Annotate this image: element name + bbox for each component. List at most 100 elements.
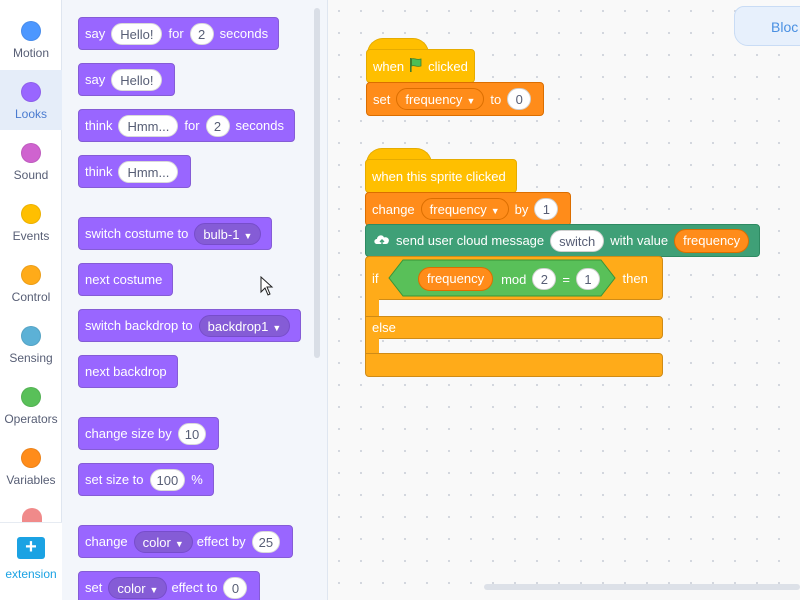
block-think[interactable]: think Hmm... <box>78 155 192 188</box>
message-input[interactable]: Hmm... <box>118 160 179 183</box>
message-input[interactable]: switch <box>550 229 605 252</box>
block-switch-costume[interactable]: switch costume to bulb-1▼ <box>78 217 273 250</box>
category-label: Looks <box>14 107 48 121</box>
category-label: Operators <box>4 412 58 426</box>
block-text: set <box>373 91 391 107</box>
effect-amount-input[interactable]: 0 <box>223 576 248 599</box>
workspace-scrollbar[interactable] <box>484 584 800 590</box>
category-sensing[interactable]: Sensing <box>0 314 62 374</box>
events-dot-icon <box>21 204 41 224</box>
block-text: next costume <box>85 272 163 287</box>
block-set-size[interactable]: set size to 100 % <box>78 463 214 496</box>
block-text: set <box>85 580 103 595</box>
category-sidebar: Motion Looks Sound Events Control Sensin… <box>0 0 62 600</box>
c-block-arm <box>365 338 379 355</box>
category-sound[interactable]: Sound <box>0 131 62 191</box>
dropdown-arrow-icon: ▼ <box>243 230 253 241</box>
operator-text: mod <box>501 271 527 287</box>
block-text: when <box>373 58 405 74</box>
value-input[interactable]: 1 <box>534 198 559 220</box>
block-text: set size to <box>85 472 144 487</box>
dropdown-arrow-icon: ▼ <box>174 538 184 549</box>
palette-scrollbar[interactable] <box>314 8 320 358</box>
dropdown-value: frequency <box>405 92 463 107</box>
category-label: Variables <box>6 473 56 487</box>
green-flag-icon <box>408 57 424 76</box>
category-operators[interactable]: Operators <box>0 375 62 435</box>
dropdown-arrow-icon: ▼ <box>466 96 476 106</box>
block-next-costume[interactable]: next costume <box>78 263 174 296</box>
effect-dropdown[interactable]: color▼ <box>133 530 193 553</box>
category-label: Motion <box>12 46 50 60</box>
block-say[interactable]: say Hello! <box>78 63 176 96</box>
operand-input[interactable]: 1 <box>575 268 600 290</box>
when-sprite-clicked-block[interactable]: when this sprite clicked <box>365 159 517 193</box>
message-input[interactable]: Hmm... <box>118 114 179 137</box>
tab-blocks[interactable]: Bloc <box>734 6 800 46</box>
block-think-for-seconds[interactable]: think Hmm... for 2 seconds <box>78 109 295 142</box>
sound-dot-icon <box>21 143 41 163</box>
when-flag-clicked-block[interactable]: when clicked <box>366 49 475 83</box>
block-text: change size by <box>85 426 172 441</box>
effect-dropdown[interactable]: color▼ <box>108 576 168 599</box>
dropdown-value: backdrop1 <box>207 318 269 334</box>
block-change-size[interactable]: change size by 10 <box>78 417 220 450</box>
extension-button[interactable]: + extension <box>0 522 62 600</box>
variable-reporter[interactable]: frequency <box>418 267 494 291</box>
motion-dot-icon <box>21 21 41 41</box>
block-say-for-seconds[interactable]: say Hello! for 2 seconds <box>78 17 280 50</box>
category-partial-dot-icon <box>22 508 42 522</box>
cloud-icon <box>372 231 392 250</box>
block-text: seconds <box>235 118 284 133</box>
control-dot-icon <box>21 265 41 285</box>
variables-dot-icon <box>21 448 41 468</box>
category-variables[interactable]: Variables <box>0 436 62 496</box>
block-text: seconds <box>219 26 269 41</box>
category-label: Sensing <box>9 351 53 365</box>
category-label: Events <box>12 229 50 243</box>
backdrop-dropdown[interactable]: backdrop1▼ <box>198 314 291 337</box>
block-text: clicked <box>428 58 468 74</box>
change-variable-block[interactable]: change frequency▼ by 1 <box>365 192 572 226</box>
extension-label: extension <box>5 567 57 581</box>
size-input[interactable]: 10 <box>177 422 207 445</box>
c-block-arm <box>365 299 379 319</box>
dropdown-value: frequency <box>429 202 487 217</box>
else-bar: else <box>365 316 663 339</box>
block-change-effect[interactable]: change color▼ effect by 25 <box>78 525 294 558</box>
block-text: by <box>514 201 529 217</box>
message-input[interactable]: Hello! <box>111 68 163 91</box>
block-next-backdrop[interactable]: next backdrop <box>78 355 178 388</box>
category-events[interactable]: Events <box>0 192 62 252</box>
block-text: % <box>191 472 203 487</box>
block-switch-backdrop[interactable]: switch backdrop to backdrop1▼ <box>78 309 302 342</box>
block-text: for <box>184 118 200 133</box>
size-input[interactable]: 100 <box>149 468 186 491</box>
seconds-input[interactable]: 2 <box>205 114 230 137</box>
dropdown-arrow-icon: ▼ <box>149 584 159 595</box>
set-variable-block[interactable]: set frequency▼ to 0 <box>366 82 545 116</box>
operand-input[interactable]: 2 <box>532 268 557 290</box>
variable-reporter[interactable]: frequency <box>674 228 750 253</box>
dropdown-arrow-icon: ▼ <box>272 322 282 333</box>
variable-dropdown[interactable]: frequency▼ <box>420 198 509 220</box>
else-label: else <box>372 320 396 335</box>
then-label: then <box>622 270 648 286</box>
message-input[interactable]: Hello! <box>111 22 163 45</box>
block-set-effect[interactable]: set color▼ effect to 0 <box>78 571 261 600</box>
dropdown-value: bulb-1 <box>203 226 240 242</box>
effect-amount-input[interactable]: 25 <box>251 530 281 553</box>
category-label: Sound <box>13 168 49 182</box>
category-control[interactable]: Control <box>0 253 62 313</box>
send-cloud-message-block[interactable]: send user cloud message switch with valu… <box>365 224 761 257</box>
dropdown-value: color <box>117 580 146 596</box>
costume-dropdown[interactable]: bulb-1▼ <box>194 222 262 245</box>
seconds-input[interactable]: 2 <box>189 22 214 45</box>
block-text: think <box>85 118 113 133</box>
mouse-cursor-icon <box>260 275 274 301</box>
value-input[interactable]: 0 <box>507 88 532 110</box>
condition-content: frequency mod 2 = 1 <box>413 266 606 292</box>
category-motion[interactable]: Motion <box>0 9 62 69</box>
variable-dropdown[interactable]: frequency▼ <box>396 88 485 110</box>
category-looks[interactable]: Looks <box>0 70 62 130</box>
